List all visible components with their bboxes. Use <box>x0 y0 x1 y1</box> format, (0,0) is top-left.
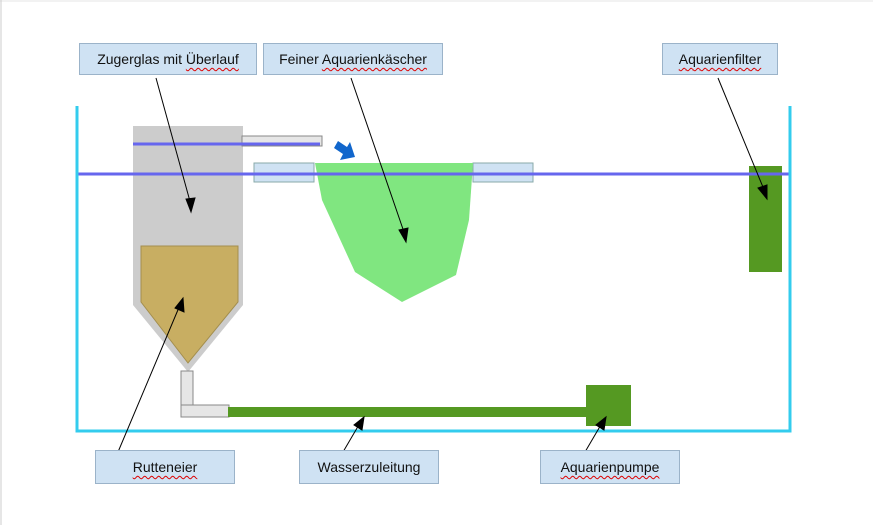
label-filter: Aquarienfilter <box>662 43 778 75</box>
label-zugerglas-spell: Überlauf <box>185 51 239 67</box>
label-rutteneier-text: Rutteneier <box>132 459 198 475</box>
pointer-kescher <box>350 77 406 236</box>
pointer-wasserzuleitung <box>342 422 361 453</box>
aquarium-net <box>315 163 473 302</box>
pointer-zugerglas <box>155 77 192 206</box>
label-wasserzuleitung: Wasserzuleitung <box>299 450 439 484</box>
aquarium-pump <box>586 385 631 426</box>
label-rutteneier: Rutteneier <box>95 450 235 484</box>
jar-outlet-pipe-horizontal <box>180 404 230 418</box>
label-filter-text: Aquarienfilter <box>678 51 762 67</box>
pointer-pumpe-head <box>595 415 607 431</box>
pointer-rutteneier-head <box>174 296 185 313</box>
pointer-wasserzuleitung-head <box>353 415 365 431</box>
label-pumpe: Aquarienpumpe <box>540 450 680 484</box>
pointer-filter-head <box>757 184 768 201</box>
label-kescher-spell: Aquarienkäscher <box>321 51 427 67</box>
aquarium-tank <box>75 106 792 433</box>
pointer-filter <box>717 77 766 193</box>
label-zugerglas-text: Zugerglas mit <box>97 51 186 67</box>
water-supply-hose <box>228 407 588 417</box>
label-kescher-text: Feiner <box>279 51 322 67</box>
label-pumpe-text: Aquarienpumpe <box>560 459 660 475</box>
overflow-pipe <box>241 135 323 147</box>
pointer-rutteneier <box>117 304 181 453</box>
flow-arrow-icon <box>334 141 355 160</box>
label-kescher: Feiner Aquarienkäscher <box>263 43 443 75</box>
rutteneier-eggs <box>140 245 239 364</box>
aquarium-filter <box>749 166 782 272</box>
pointer-pumpe <box>584 422 603 453</box>
label-zugerglas: Zugerglas mit Überlauf <box>79 43 257 75</box>
pointer-kescher-head <box>398 227 409 244</box>
label-wasserzuleitung-text: Wasserzuleitung <box>317 459 421 475</box>
pointer-zugerglas-head <box>185 197 196 214</box>
